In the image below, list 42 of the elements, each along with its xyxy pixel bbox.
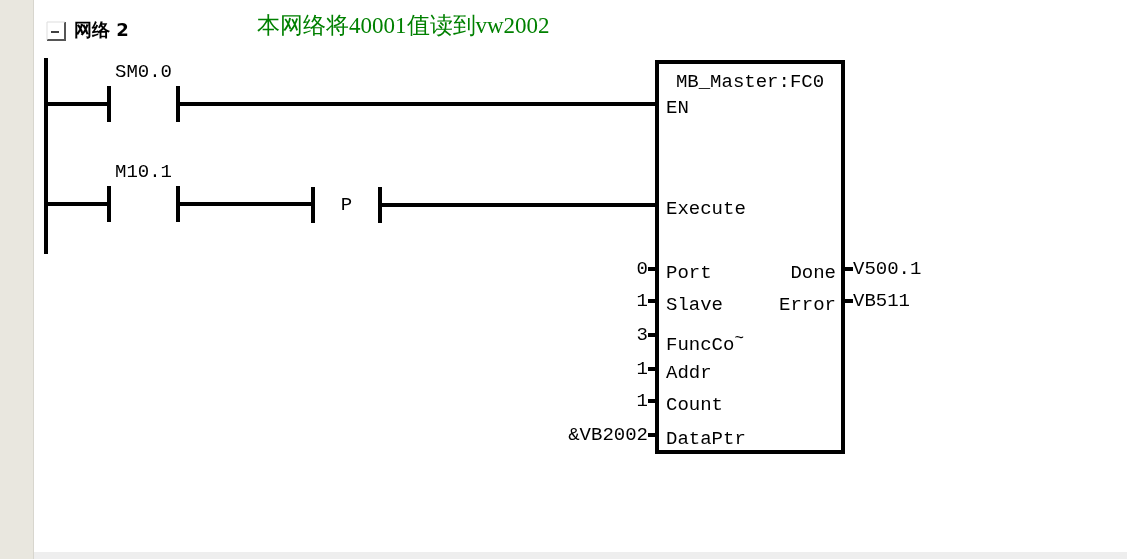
pin-label: DataPtr [666, 429, 746, 449]
output-address: V500.1 [853, 259, 922, 279]
input-value: &VB2002 [568, 425, 648, 445]
wire [648, 267, 655, 271]
input-value: 1 [636, 359, 648, 379]
contact-symbol [107, 62, 180, 124]
wire [648, 333, 655, 337]
contact-symbol [107, 162, 180, 224]
block-title: MB_Master:FC0 [674, 72, 826, 92]
wire [382, 203, 655, 207]
network-title: 网络 2 [74, 20, 129, 40]
pin-label: Done [790, 263, 836, 283]
wire [180, 202, 311, 206]
pin-label: Count [666, 395, 723, 415]
contact-address: M10.1 [115, 162, 172, 182]
wire [48, 202, 107, 206]
output-address: VB511 [853, 291, 910, 311]
pin-label: Slave [666, 295, 723, 315]
wire [180, 102, 655, 106]
input-value: 1 [636, 291, 648, 311]
wire [648, 367, 655, 371]
pin-label: EN [666, 98, 689, 118]
contact-label: P [339, 195, 354, 215]
input-value: 1 [636, 391, 648, 411]
input-value: 0 [636, 259, 648, 279]
positive-edge-contact [311, 185, 382, 225]
wire [648, 299, 655, 303]
input-value: 3 [636, 325, 648, 345]
pin-label: Error [779, 295, 836, 315]
wire [648, 433, 655, 437]
wire [48, 102, 107, 106]
pin-label: FuncCo$^{~}$ [666, 329, 744, 356]
pin-label: Port [666, 263, 712, 283]
wire [648, 399, 655, 403]
pin-label: Execute [666, 199, 746, 219]
contact-address: SM0.0 [115, 62, 172, 82]
network-comment: 本网络将40001值读到vw2002 [257, 13, 550, 39]
wire [845, 299, 853, 303]
pin-label: Addr [666, 363, 712, 383]
wire [845, 267, 853, 271]
power-rail [44, 58, 48, 254]
function-block [655, 60, 845, 454]
